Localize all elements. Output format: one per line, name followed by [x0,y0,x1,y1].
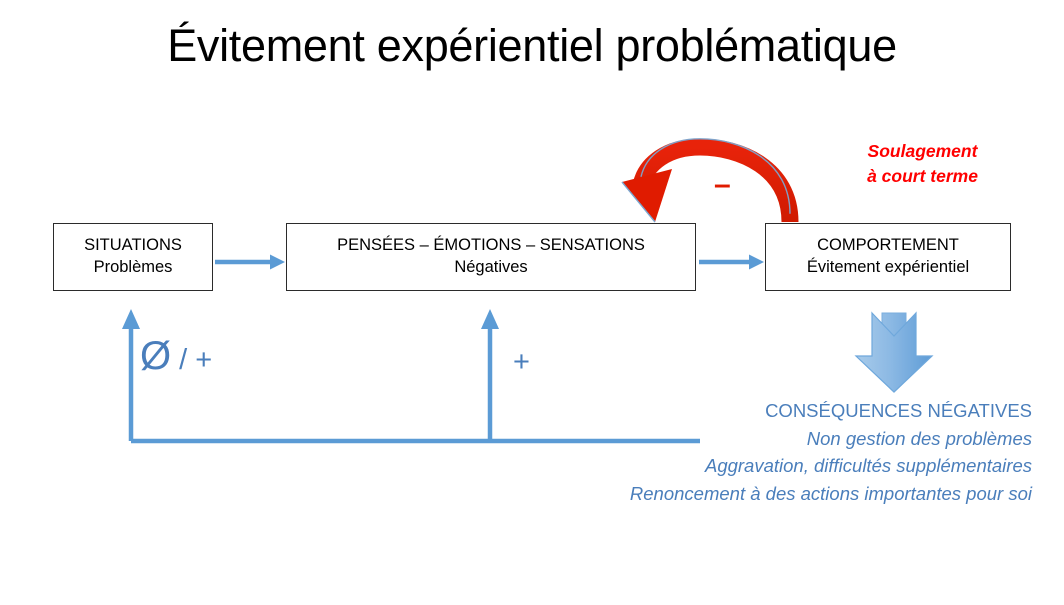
box-situations-line2: Problèmes [93,258,173,276]
consequences-item: Non gestion des problèmes [806,427,1032,449]
label-minus: – [714,168,731,201]
process-box-situations[interactable]: SITUATIONS Problèmes [53,223,213,291]
label-zero-or-plus: Ø / + [140,336,212,376]
right-arrow-icon-situations-to-pensees [215,254,285,270]
box-situations-line1: SITUATIONS [84,236,182,255]
box-pensees-line1: PENSÉES – ÉMOTIONS – SENSATIONS [337,236,645,255]
consequences-block: CONSÉQUENCES NÉGATIVES Non gestion des p… [630,398,1032,507]
feedback-loop-path [122,309,700,444]
down-block-arrow-icon-shape [854,311,934,393]
annotation-relief: Soulagement à court terme [815,139,1030,190]
box-pensees-line2: Négatives [454,258,528,276]
label-zero-suffix: / + [171,344,213,376]
process-box-pensees[interactable]: PENSÉES – ÉMOTIONS – SENSATIONS Négative… [286,223,696,291]
consequences-heading: CONSÉQUENCES NÉGATIVES [765,400,1032,421]
right-arrow-icon-pensees-to-comportement [699,254,764,270]
box-comportement-line1: COMPORTEMENT [817,236,959,255]
box-comportement-line2: Évitement expérientiel [806,258,970,276]
label-plus: + [513,346,530,378]
annotation-relief-line1: Soulagement [867,141,978,161]
page-title: Évitement expérientiel problématique [167,20,897,71]
curved-back-arrow-icon-relief-loop [621,138,799,223]
consequences-item: Aggravation, difficultés supplémentaires [704,455,1032,477]
annotation-relief-line2: à court terme [867,166,978,187]
label-zero-glyph: Ø [140,334,172,378]
process-box-comportement[interactable]: COMPORTEMENT Évitement expérientiel [765,223,1011,291]
consequences-item: Renoncement à des actions importantes po… [629,482,1032,504]
